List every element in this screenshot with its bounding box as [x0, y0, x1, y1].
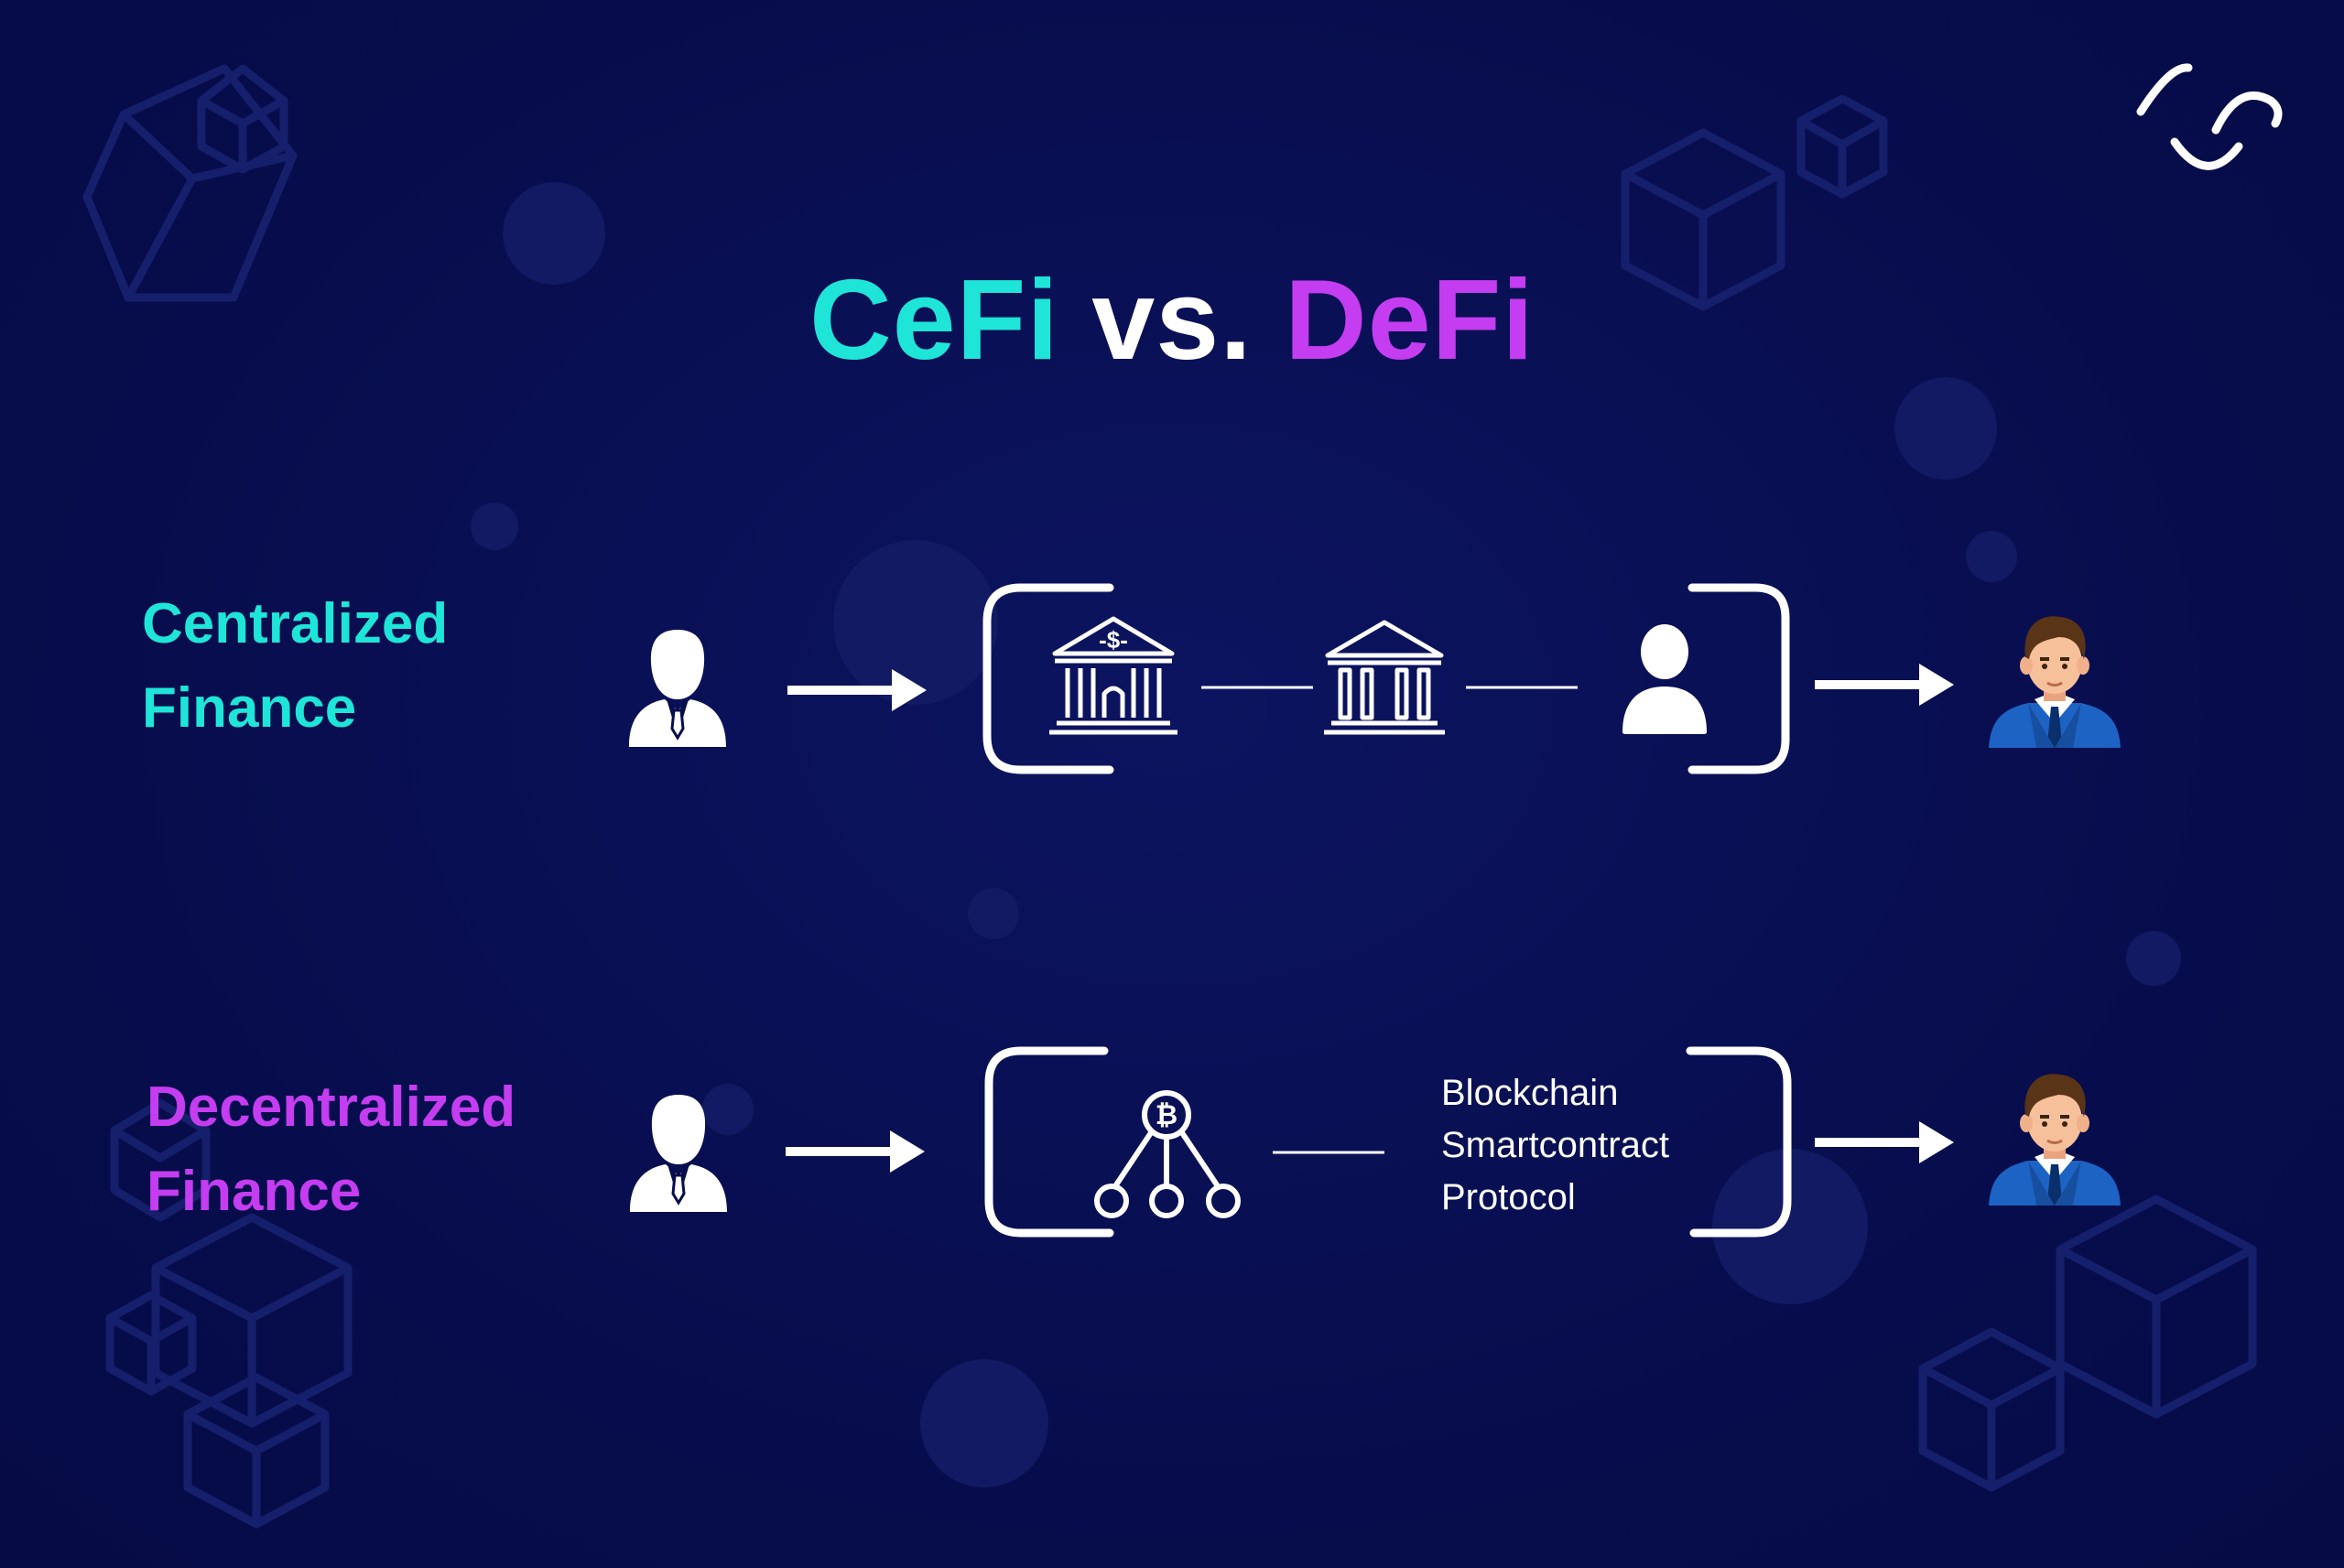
- bank-icon: [1324, 620, 1445, 735]
- protocol-line-blockchain: Blockchain: [1441, 1073, 1619, 1113]
- centralized-finance-label: Centralized Finance: [142, 582, 448, 751]
- decentralized-label-line2: Finance: [146, 1160, 362, 1223]
- defi-bracket: [984, 1046, 1792, 1238]
- title-cefi: CeFi: [809, 257, 1059, 384]
- decor-cube: [2056, 1195, 2257, 1419]
- title-vs: vs.: [1091, 257, 1253, 384]
- decor-circle: [2126, 931, 2181, 986]
- recipient-avatar-icon: [1987, 1072, 2122, 1207]
- person-icon: [1622, 624, 1707, 734]
- bank-dollar-icon: -$-: [1049, 616, 1177, 735]
- bitcoin-network-icon: ₿: [1094, 1090, 1241, 1218]
- decor-cube: [110, 1098, 211, 1222]
- svg-text:-$-: -$-: [1099, 626, 1128, 654]
- decor-cube: [1918, 1327, 2065, 1492]
- user-icon: [628, 1093, 729, 1214]
- svg-text:₿: ₿: [1156, 1100, 1177, 1130]
- arrow-right-icon: [786, 1130, 925, 1173]
- decor-circle: [833, 540, 998, 705]
- decor-cube: [1796, 94, 1888, 199]
- decor-circle: [471, 503, 518, 550]
- decor-circle: [920, 1359, 1048, 1487]
- decor-cube: [151, 1213, 353, 1428]
- decor-circle: [1966, 531, 2017, 582]
- recipient-avatar-icon: [1987, 614, 2122, 750]
- protocol-line-protocol: Protocol: [1441, 1177, 1576, 1217]
- arrow-right-icon: [787, 669, 927, 711]
- decor-cube: [1621, 128, 1785, 311]
- centralized-label-line2: Finance: [142, 676, 357, 740]
- protocol-list: Blockchain Smartcontract Protocol: [1441, 1067, 1669, 1224]
- centralized-label-line1: Centralized: [142, 592, 449, 655]
- decor-cube: [183, 1373, 330, 1529]
- decor-cube: [197, 64, 288, 174]
- decor-circle: [702, 1084, 754, 1135]
- decor-cube: [105, 1291, 197, 1396]
- arrow-right-icon: [1815, 664, 1954, 706]
- user-icon: [627, 628, 728, 749]
- cefi-bracket: [982, 583, 1790, 774]
- page-title: CeFi vs. DeFi: [0, 256, 2344, 384]
- decor-circle: [503, 182, 605, 285]
- decor-circle: [1712, 1149, 1868, 1304]
- decentralized-finance-label: Decentralized Finance: [146, 1065, 515, 1234]
- arrow-right-icon: [1815, 1121, 1954, 1163]
- decor-circle: [1894, 377, 1997, 480]
- decor-circle: [968, 888, 1019, 939]
- protocol-line-smartcontract: Smartcontract: [1441, 1125, 1669, 1165]
- title-defi: DeFi: [1285, 257, 1535, 384]
- decentralized-label-line1: Decentralized: [146, 1076, 516, 1139]
